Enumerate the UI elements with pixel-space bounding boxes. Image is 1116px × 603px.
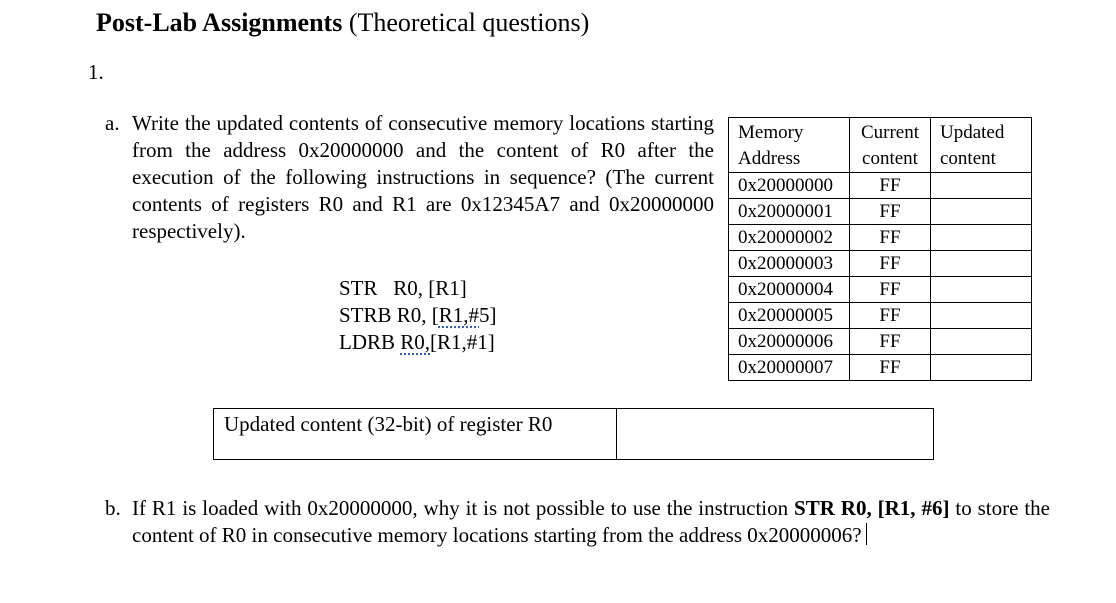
code-line-2-flagged[interactable]: R1,# (438, 303, 480, 327)
title-rest: (Theoretical questions) (342, 8, 590, 37)
table-row: 0x20000003 FF (728, 250, 1032, 277)
address-cell[interactable]: 0x20000005 (728, 302, 850, 329)
current-content-cell[interactable]: FF (849, 250, 931, 277)
table-row: 0x20000001 FF (728, 198, 1032, 225)
part-b-text[interactable]: If R1 is loaded with 0x20000000, why it … (132, 495, 1050, 549)
question-number: 1. (88, 60, 104, 84)
current-content-cell[interactable]: FF (849, 224, 931, 251)
current-content-cell[interactable]: FF (849, 172, 931, 199)
header-updated-line1: Updated (940, 122, 1005, 143)
table-row: 0x20000006 FF (728, 328, 1032, 355)
code-line-2-post: 5] (479, 303, 497, 327)
header-current[interactable]: Current content (849, 117, 931, 173)
address-cell[interactable]: 0x20000003 (728, 250, 850, 277)
part-b-marker: b. (105, 496, 121, 520)
text-cursor (865, 523, 867, 545)
table-row: 0x20000000 FF (728, 172, 1032, 199)
code-line-3-post: [R1,#1] (430, 330, 495, 354)
title-bold: Post-Lab Assignments (96, 8, 343, 37)
part-b-text-pre: If R1 is loaded with 0x20000000, why it … (132, 496, 795, 520)
current-content-cell[interactable]: FF (849, 328, 931, 355)
table-row: 0x20000007 FF (728, 354, 1032, 381)
current-content-cell[interactable]: FF (849, 198, 931, 225)
updated-content-cell[interactable] (930, 224, 1032, 251)
address-cell[interactable]: 0x20000007 (728, 354, 850, 381)
code-line-1[interactable]: STR R0, [R1] (339, 276, 467, 300)
updated-content-cell[interactable] (930, 276, 1032, 303)
updated-content-cell[interactable] (930, 172, 1032, 199)
address-cell[interactable]: 0x20000000 (728, 172, 850, 199)
current-content-cell[interactable]: FF (849, 354, 931, 381)
current-content-cell[interactable]: FF (849, 302, 931, 329)
code-line-3-flagged[interactable]: R0, (400, 330, 431, 354)
table-row: 0x20000005 FF (728, 302, 1032, 329)
table-row: 0x20000004 FF (728, 276, 1032, 303)
part-a-marker: a. (105, 111, 120, 135)
code-line-3-pre: LDRB (339, 330, 401, 354)
r0-answer-cell[interactable] (618, 409, 933, 459)
code-line-3[interactable]: LDRB R0,[R1,#1] (339, 329, 495, 356)
header-current-line1: Current (860, 122, 920, 143)
header-address-line1: Memory (738, 122, 804, 143)
updated-content-cell[interactable] (930, 250, 1032, 277)
table-row: 0x20000002 FF (728, 224, 1032, 251)
part-b-instruction: STR R0, [R1, #6] (794, 496, 950, 520)
header-address-line2: Address (738, 148, 801, 169)
updated-content-cell[interactable] (930, 198, 1032, 225)
header-current-line2: content (862, 148, 918, 169)
header-updated[interactable]: Updated content (930, 117, 1032, 173)
page-title: Post-Lab Assignments (Theoretical questi… (96, 8, 589, 38)
updated-content-cell[interactable] (930, 302, 1032, 329)
code-line-2[interactable]: STRB R0, [R1,#5] (339, 302, 497, 329)
r0-label[interactable]: Updated content (32-bit) of register R0 (214, 409, 617, 459)
address-cell[interactable]: 0x20000006 (728, 328, 850, 355)
code-line-2-pre: STRB R0, [ (339, 303, 439, 327)
address-cell[interactable]: 0x20000001 (728, 198, 850, 225)
r0-answer-table: Updated content (32-bit) of register R0 (213, 408, 934, 460)
part-b-text-post: to store the content of R0 in consecutiv… (132, 496, 1050, 547)
address-cell[interactable]: 0x20000002 (728, 224, 850, 251)
header-updated-line2: content (940, 148, 996, 169)
updated-content-cell[interactable] (930, 328, 1032, 355)
address-cell[interactable]: 0x20000004 (728, 276, 850, 303)
updated-content-cell[interactable] (930, 354, 1032, 381)
part-a-text[interactable]: Write the updated contents of consecutiv… (132, 111, 714, 243)
current-content-cell[interactable]: FF (849, 276, 931, 303)
